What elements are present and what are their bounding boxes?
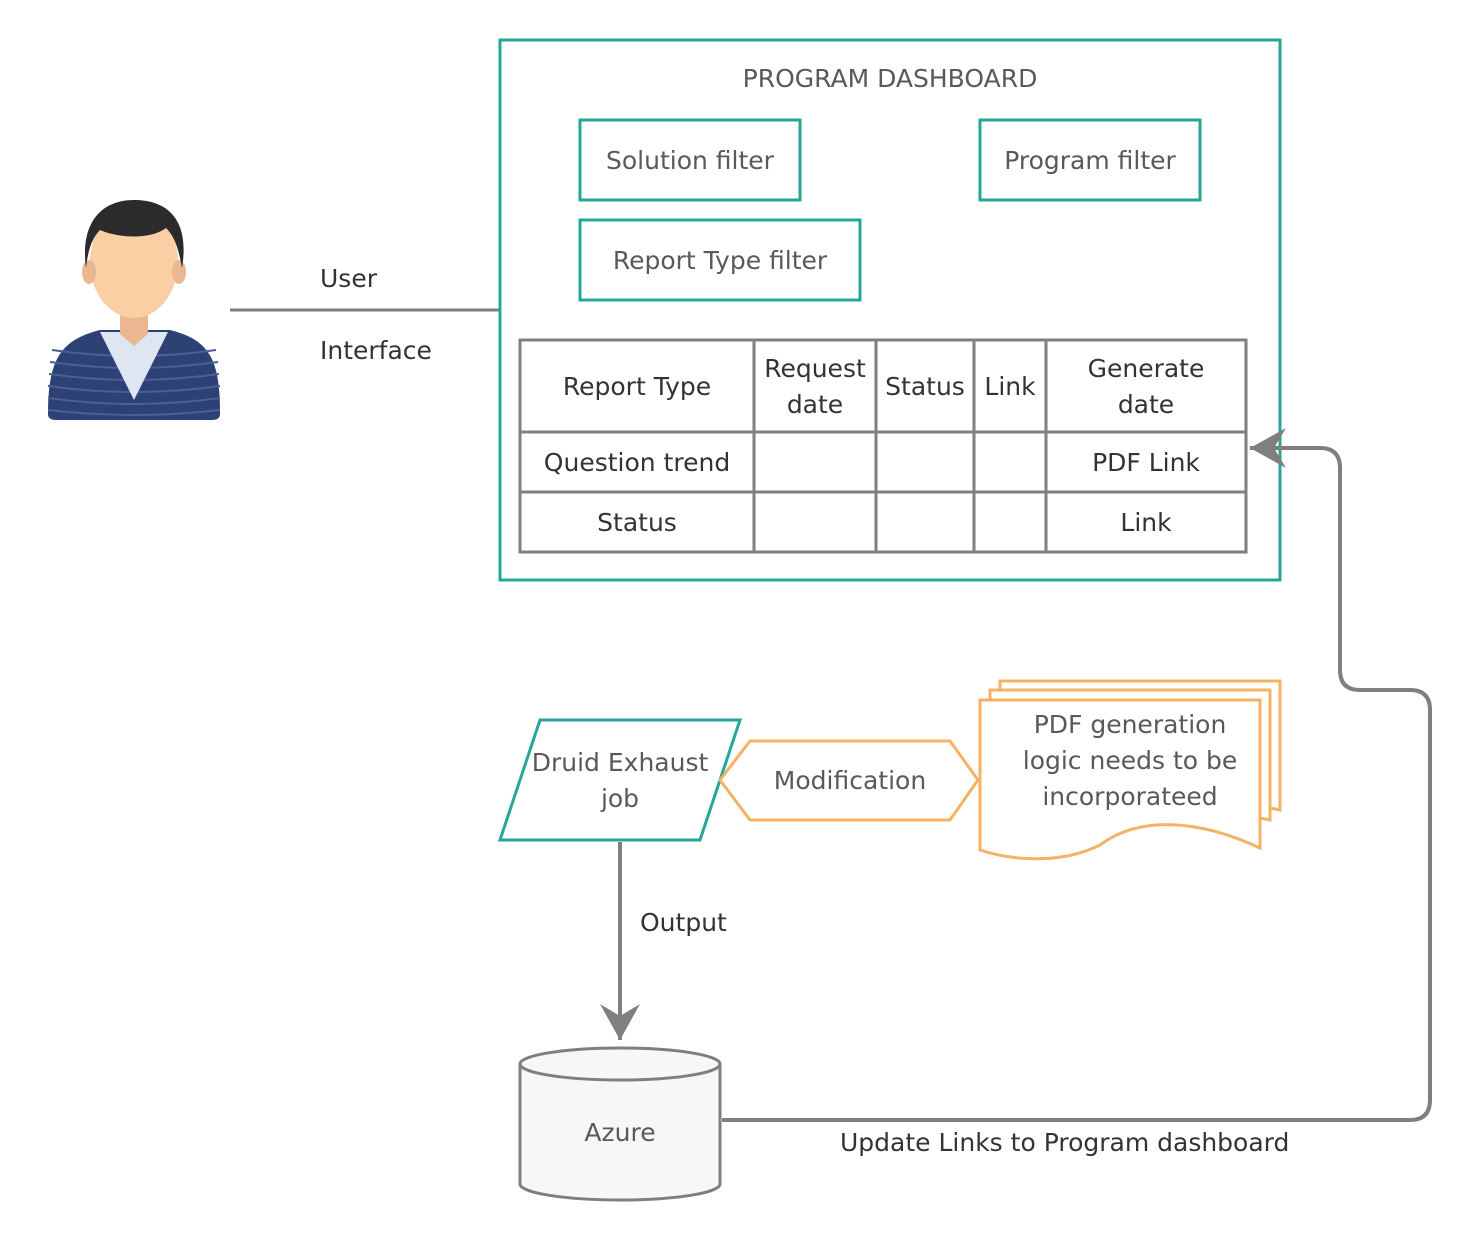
dashboard-title: PROGRAM DASHBOARD xyxy=(743,64,1038,93)
modification-shape xyxy=(718,739,980,822)
program-dashboard-frame xyxy=(498,38,1282,582)
update-links-label: Update Links to Program dashboard xyxy=(840,1128,1289,1157)
table-cell-link[interactable]: Link xyxy=(1120,508,1172,537)
solution-filter-label: Solution filter xyxy=(606,146,775,175)
table-cell-question-trend: Question trend xyxy=(544,448,730,477)
druid-exhaust-job-shape xyxy=(497,718,743,842)
interface-label: Interface xyxy=(320,336,432,365)
solution-filter-box[interactable] xyxy=(578,118,802,202)
table-header-status: Status xyxy=(885,372,965,401)
table-header-generate-date-line2: date xyxy=(1118,390,1174,419)
table-header-link: Link xyxy=(984,372,1036,401)
table-cell-status: Status xyxy=(597,508,677,537)
report-type-filter-box[interactable] xyxy=(578,218,862,302)
table-header-report-type: Report Type xyxy=(563,372,711,401)
table-cell-pdf-link[interactable]: PDF Link xyxy=(1092,448,1200,477)
table-header-request-date-line1: Request xyxy=(764,354,866,383)
table-header-request-date-line2: date xyxy=(787,390,843,419)
azure-label: Azure xyxy=(584,1118,655,1147)
table-header-generate-date-line1: Generate xyxy=(1088,354,1205,383)
pdf-note-line3: incorporateed xyxy=(1042,782,1217,811)
program-filter-box[interactable] xyxy=(978,118,1202,202)
output-label: Output xyxy=(640,908,727,937)
pdf-generation-document-stack xyxy=(978,679,1282,861)
modification-label: Modification xyxy=(774,766,926,795)
update-links-connector xyxy=(722,428,1432,1122)
pdf-note-line2: logic needs to be xyxy=(1023,746,1238,775)
azure-storage-cylinder xyxy=(518,1046,722,1202)
druid-job-label-line1: Druid Exhaust xyxy=(532,748,709,777)
user-label: User xyxy=(320,264,378,293)
report-type-filter-label: Report Type filter xyxy=(613,246,828,275)
reports-table xyxy=(518,338,1248,554)
druid-job-label-line2: job xyxy=(600,784,639,813)
pdf-note-line1: PDF generation xyxy=(1034,710,1227,739)
program-filter-label: Program filter xyxy=(1004,146,1176,175)
user-avatar-icon xyxy=(47,200,221,420)
